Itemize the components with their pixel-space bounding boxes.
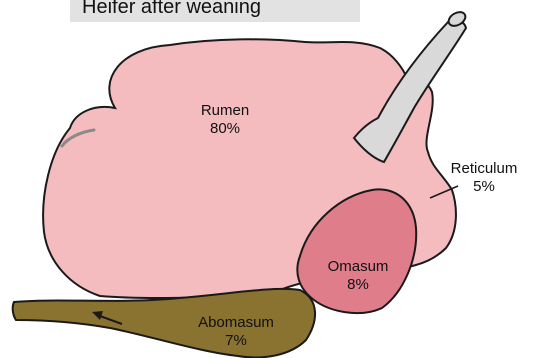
abomasum-label: Abomasum 7% (180, 314, 292, 350)
rumen-name: Rumen (201, 102, 249, 119)
omasum-name: Omasum (328, 258, 389, 275)
rumen-percent: 80% (190, 120, 260, 138)
rumen-label: Rumen 80% (190, 102, 260, 138)
reticulum-label: Reticulum 5% (438, 160, 530, 196)
reticulum-percent: 5% (438, 178, 530, 196)
reticulum-name: Reticulum (451, 160, 518, 177)
omasum-percent: 8% (318, 276, 398, 294)
omasum-label: Omasum 8% (318, 258, 398, 294)
abomasum-name: Abomasum (198, 314, 274, 331)
abomasum-percent: 7% (180, 332, 292, 350)
